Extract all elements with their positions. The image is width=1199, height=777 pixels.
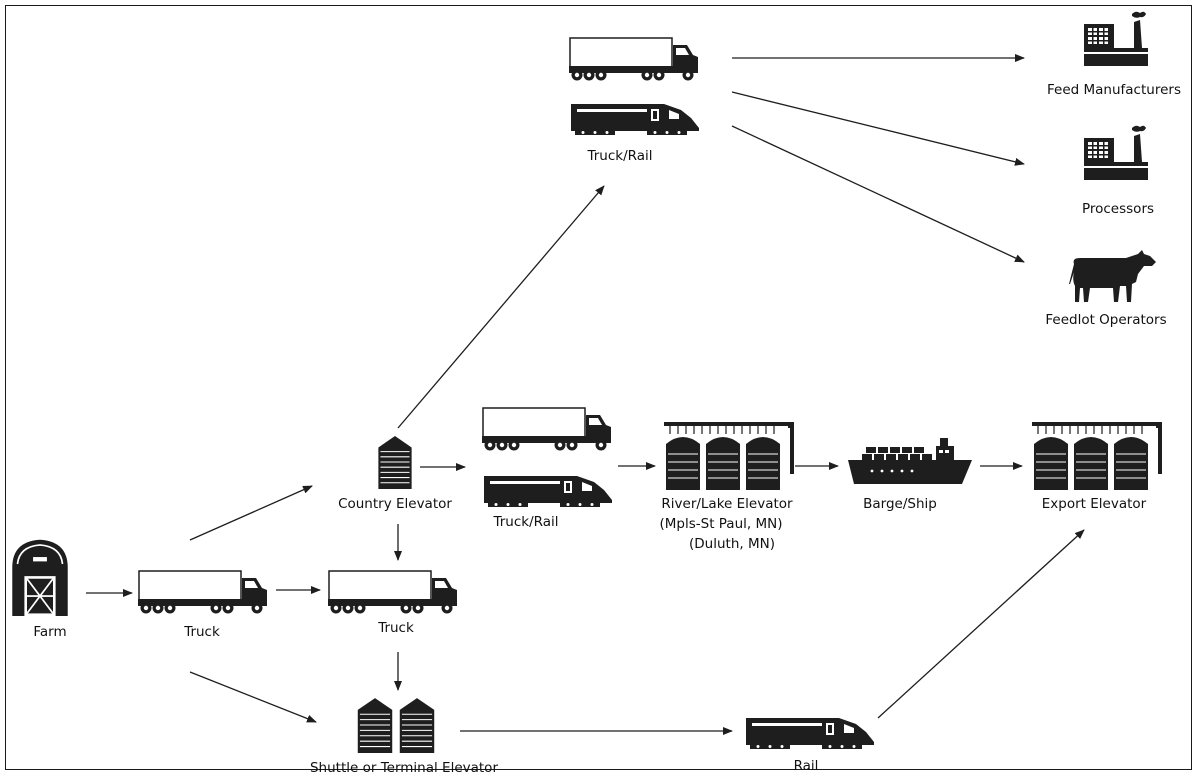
locomotive-icon bbox=[571, 104, 699, 135]
flow-arrows bbox=[86, 54, 1085, 735]
grain-silo-icon bbox=[377, 435, 413, 489]
river-lake-elevator-label-line1: River/Lake Elevator bbox=[661, 496, 793, 512]
node-truck-rail-top: Truck/Rail bbox=[569, 37, 699, 164]
cow-icon bbox=[1069, 250, 1156, 302]
locomotive-icon bbox=[484, 476, 612, 507]
truck-rail-middle-label: Truck/Rail bbox=[492, 514, 558, 530]
node-country-elevator: Country Elevator bbox=[338, 435, 452, 512]
locomotive-icon bbox=[746, 718, 874, 749]
node-feed-manufacturers: Feed Manufacturers bbox=[1047, 11, 1181, 98]
elevator-silos-icon bbox=[664, 422, 794, 490]
river-lake-elevator-label-line2: (Mpls-St Paul, MN) bbox=[659, 516, 782, 532]
truck-middle-label: Truck bbox=[377, 620, 414, 636]
node-barge-ship: Barge/Ship bbox=[848, 438, 972, 512]
truck-icon bbox=[328, 570, 458, 614]
feed-manufacturers-label: Feed Manufacturers bbox=[1047, 82, 1181, 98]
cargo-ship-icon bbox=[848, 438, 972, 484]
node-processors: Processors bbox=[1082, 125, 1154, 217]
node-farm: Farm bbox=[12, 538, 68, 640]
arrow-rail-to-export bbox=[877, 529, 1085, 719]
shuttle-terminal-elevator-label: Shuttle or Terminal Elevator bbox=[310, 760, 498, 776]
arrow-truck-rail-to-feedlot bbox=[731, 125, 1025, 263]
factory-icon bbox=[1084, 11, 1148, 66]
arrow-country-elevator-to-truck-rail-top bbox=[397, 185, 605, 429]
farm-label: Farm bbox=[33, 624, 66, 640]
processors-label: Processors bbox=[1082, 201, 1154, 217]
arrow-truck-to-shuttle-elevator bbox=[189, 671, 317, 723]
node-export-elevator: Export Elevator bbox=[1032, 422, 1162, 512]
node-truck-middle: Truck bbox=[328, 570, 458, 636]
barn-icon bbox=[12, 538, 68, 616]
twin-silo-icon bbox=[357, 697, 393, 753]
rail-label: Rail bbox=[794, 758, 819, 774]
node-river-lake-elevator: River/Lake Elevator (Mpls-St Paul, MN) (… bbox=[659, 422, 794, 552]
truck-from-farm-label: Truck bbox=[183, 624, 220, 640]
truck-icon bbox=[138, 570, 268, 614]
truck-rail-top-label: Truck/Rail bbox=[586, 148, 652, 164]
node-truck-rail-middle: Truck/Rail bbox=[482, 407, 612, 530]
node-feedlot-operators: Feedlot Operators bbox=[1045, 250, 1167, 328]
feedlot-operators-label: Feedlot Operators bbox=[1045, 312, 1166, 328]
truck-icon bbox=[482, 407, 612, 451]
truck-icon bbox=[569, 37, 699, 81]
export-elevator-label: Export Elevator bbox=[1042, 496, 1147, 512]
diagram-border bbox=[5, 5, 1192, 770]
factory-icon bbox=[1084, 125, 1148, 180]
river-lake-elevator-label-line3: (Duluth, MN) bbox=[689, 536, 775, 552]
country-elevator-label: Country Elevator bbox=[338, 496, 452, 512]
arrow-truck-to-country-elevator bbox=[189, 485, 313, 541]
node-truck-from-farm: Truck bbox=[138, 570, 268, 640]
barge-ship-label: Barge/Ship bbox=[863, 496, 937, 512]
node-shuttle-terminal-elevator: Shuttle or Terminal Elevator bbox=[310, 697, 498, 776]
twin-silo-icon bbox=[399, 697, 435, 753]
node-rail: Rail bbox=[746, 718, 874, 774]
elevator-silos-icon bbox=[1032, 422, 1162, 490]
arrow-truck-rail-to-processors bbox=[731, 91, 1025, 166]
